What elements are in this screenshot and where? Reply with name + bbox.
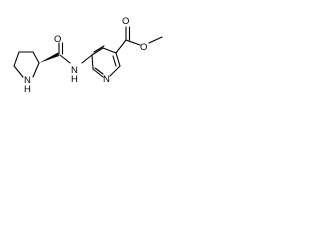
bond-py-6: [91, 54, 94, 70]
atom-label-amide-oxygen: O: [54, 34, 61, 45]
bond-py-5-inner: [94, 67, 104, 75]
atom-label-amide-hydrogen: H: [71, 74, 78, 85]
atom-label-amide-nitrogen: N: [71, 65, 78, 76]
amide-carbonyl: [58, 42, 71, 64]
atom-label-ester-carbonyl-oxygen: O: [122, 16, 129, 27]
bond-py-1-inner: [93, 45, 105, 53]
atom-label-pyridine-nitrogen: N: [103, 74, 110, 85]
bond-nh-pyridine: [81, 54, 93, 64]
bond-py-1: [91, 47, 104, 56]
bond-c5-n: [13, 65, 24, 78]
bond-ester-c-o: [125, 39, 141, 46]
molecule-diagram: O N H N H N O O: [0, 0, 171, 93]
bond-py-4: [109, 65, 121, 77]
stereo-wedge-bond: [39, 52, 59, 63]
bond-py-3: [115, 52, 121, 67]
bond-n-c2: [32, 62, 40, 78]
atom-label-ester-oxygen: O: [140, 42, 147, 53]
bond-c4-c5: [13, 51, 20, 67]
bond-py-3-inner: [112, 55, 117, 67]
pyrrolidine-ring: [13, 51, 40, 78]
atom-label-pyrrolidine-nitrogen: N: [24, 75, 31, 86]
bond-ring-ester-c: [115, 39, 127, 54]
bond-o-methyl: [148, 36, 163, 44]
bond-py-5: [92, 68, 104, 78]
atom-label-pyrrolidine-hydrogen: H: [24, 84, 31, 93]
bond-c-nh: [59, 54, 71, 64]
bond-c2-c3: [32, 51, 40, 64]
bond-py-2: [102, 47, 117, 54]
methyl-ester: [115, 26, 163, 54]
pyridine-ring: [91, 45, 121, 78]
structure-drawing: O N H N H N O O: [13, 16, 163, 93]
